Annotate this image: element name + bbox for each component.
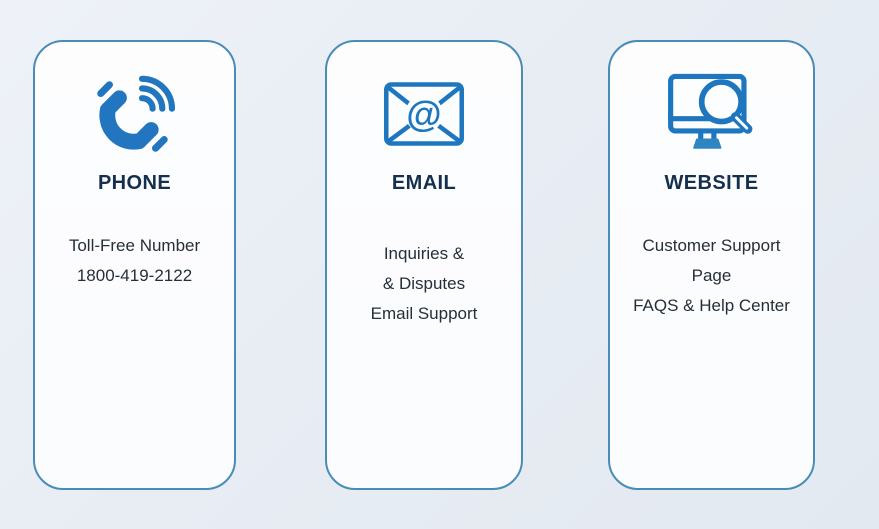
website-card: WEBSITE Customer Support Page FAQS & Hel… — [608, 40, 815, 490]
email-detail-line-2: & Disputes — [382, 274, 466, 293]
website-card-details: Customer Support Page FAQS & Help Center — [633, 231, 790, 321]
phone-number: 1800-419-2122 — [76, 266, 193, 285]
website-detail-line-3: FAQS & Help Center — [633, 296, 790, 315]
website-detail-line-1: Customer Support — [642, 236, 781, 255]
website-card-title: WEBSITE — [664, 172, 759, 194]
email-card-details: Inquiries & & Disputes Email Support — [371, 239, 478, 329]
email-icon: @ — [383, 68, 465, 160]
website-detail-line-2: Page — [691, 266, 732, 285]
phone-card-details: Toll-Free Number 1800-419-2122 — [69, 231, 200, 291]
phone-detail-line-1: Toll-Free Number — [68, 236, 201, 255]
phone-icon — [91, 68, 179, 160]
email-detail-line-3: Email Support — [370, 304, 478, 323]
phone-card-title: PHONE — [97, 172, 172, 194]
email-card-title: EMAIL — [391, 172, 457, 194]
email-detail-line-1: Inquiries & — [383, 244, 465, 263]
at-symbol: @ — [406, 93, 441, 134]
website-icon — [665, 68, 759, 160]
phone-card: PHONE Toll-Free Number 1800-419-2122 — [33, 40, 236, 490]
email-card: @ EMAIL Inquiries & & Disputes Email Sup… — [325, 40, 523, 490]
